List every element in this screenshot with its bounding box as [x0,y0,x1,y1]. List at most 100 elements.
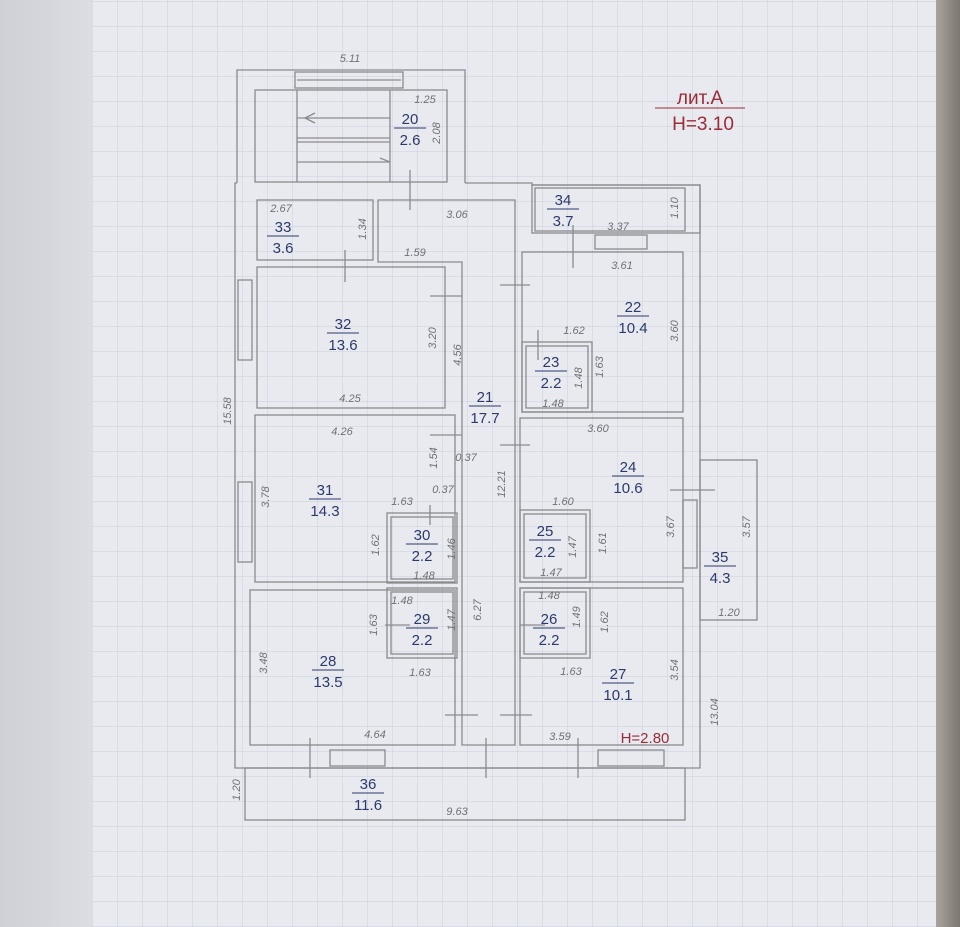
room-label: 28 13.5 [312,653,344,691]
dimension-label: 2.08 [431,121,443,144]
dimension-label: 3.60 [587,423,609,435]
room-number: 32 [335,316,352,333]
room-label: 343.7 [547,192,579,230]
ceiling-height-main: H=3.10 [672,114,734,135]
dimension-label: 1.62 [563,325,584,337]
dimension-label: 3.48 [258,651,270,673]
room-area: 2.2 [412,632,433,649]
dimension-label: 1.48 [573,366,585,388]
dimension-label: 1.46 [446,537,458,559]
room-area: 3.7 [553,213,574,230]
room-label: 21 17.7 [469,389,501,427]
dimension-label: 4.26 [331,426,353,438]
dimension-label: 1.61 [597,532,609,553]
dimension-label: 1.48 [413,570,435,582]
dimension-label: 1.59 [404,247,425,259]
dimension-label: 13.04 [709,698,721,726]
dimension-label: 3.54 [669,659,681,680]
dimension-label: 3.61 [611,260,632,272]
room-number: 22 [625,299,642,316]
dimension-label: 1.48 [391,595,413,607]
dimension-label: 4.56 [452,343,464,365]
room-number: 27 [610,666,627,683]
dimension-label: 12.21 [496,470,508,498]
room-area: 2.2 [539,632,560,649]
room-number: 35 [712,549,729,566]
dimension-label: 4.64 [364,729,385,741]
room-area: 13.5 [313,674,342,691]
room-area: 2.2 [535,544,556,561]
dimension-label: 1.10 [669,196,681,218]
dimension-label: 2.67 [269,203,292,215]
room-label: 292.2 [406,611,438,649]
room-number: 36 [360,776,377,793]
dimension-label: 3.67 [665,515,677,537]
room-label: 333.6 [267,219,299,257]
room-number: 24 [620,459,637,476]
dimension-label: 0.37 [455,452,477,464]
room-label: 302.2 [406,527,438,565]
room-label: 262.2 [533,611,565,649]
dimension-label: 1.20 [231,778,243,800]
room-number: 23 [543,354,560,371]
dimension-label: 1.62 [370,534,382,555]
dimension-label: 3.59 [549,731,570,743]
room-label: 31 14.3 [309,482,341,520]
dimension-label: 9.63 [446,806,468,818]
dimension-label: 1.63 [594,355,606,377]
dimension-label: 1.20 [718,607,740,619]
room-number: 25 [537,523,554,540]
room-number: 31 [317,482,334,499]
dimension-label: 5.11 [340,53,361,65]
room-number: 28 [320,653,337,670]
room-number: 21 [477,389,494,406]
dimension-label: 1.47 [540,567,562,579]
dimension-label: 1.48 [538,590,560,602]
literal-label: лит.А [677,88,724,109]
room-label: 202.6 [394,111,426,149]
room-33-outline [256,199,374,261]
adjacent-page [0,0,92,927]
room-area: 4.3 [710,570,731,587]
dimension-label: 1.49 [571,606,583,627]
dimension-label: 3.57 [741,515,753,537]
binder-edge [936,0,960,927]
room-label: 24 10.6 [612,459,644,497]
walls [234,69,758,821]
dimension-label: 3.06 [446,209,468,221]
dimension-label: 1.48 [542,398,564,410]
dimension-label: 1.54 [428,447,440,468]
room-area: 17.7 [470,410,499,427]
dimension-label: 1.47 [567,535,579,557]
room-label: 354.3 [704,549,736,587]
dimension-label: 1.47 [446,608,458,630]
room-area: 10.4 [618,320,647,337]
dimension-label: 3.20 [427,326,439,348]
room-label: 252.2 [529,523,561,561]
room-number: 20 [402,111,419,128]
room-label: 232.2 [535,354,567,392]
room-number: 33 [275,219,292,236]
dimension-label: 3.37 [607,221,629,233]
room-area: 2.6 [400,132,421,149]
room-number: 34 [555,192,572,209]
room-area: 14.3 [310,503,339,520]
dimension-label: 4.25 [339,393,361,405]
ceiling-height-secondary: H=2.80 [621,730,670,747]
room-label: 32 13.6 [327,316,359,354]
room-area: 11.6 [354,797,382,814]
room-area: 13.6 [328,337,357,354]
room-number: 30 [414,527,431,544]
room-area: 3.6 [273,240,294,257]
dimension-label: 1.34 [357,218,369,239]
dimension-label: 1.63 [409,667,431,679]
room-label: 22 10.4 [617,299,649,337]
dimension-label: 1.60 [552,496,574,508]
room-label: 36 11.6 [352,776,384,814]
dimension-label: 3.78 [260,485,272,507]
room-area: 10.6 [613,480,642,497]
room-labels: 202.6333.6343.73213.62117.72210.4232.231… [267,111,736,814]
dimension-label: 6.27 [472,598,484,620]
